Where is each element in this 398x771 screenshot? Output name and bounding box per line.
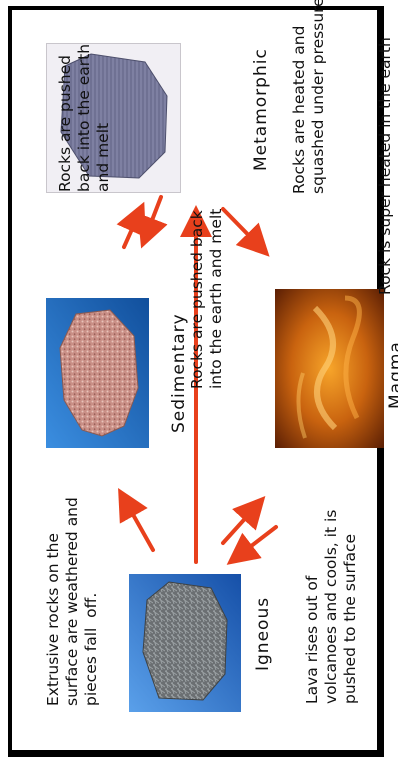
- caption-super-heated: Rock is super heated in the earth: [376, 37, 395, 295]
- magma-photo: [275, 289, 384, 448]
- caption-pushed-back-center: Rocks are pushed back into the earth and…: [188, 209, 226, 389]
- metamorphic-label: Metamorphic: [251, 48, 271, 171]
- rock-cycle-diagram: Igneous Sedimentary Metamorphic Magma Ex…: [8, 6, 384, 757]
- magma-label: Magma: [386, 341, 398, 409]
- arrow-metamorphic-to-magma: [223, 209, 264, 251]
- sedimentary-rock-photo: [46, 298, 149, 448]
- caption-lava-rises: Lava rises out of volcanoes and cools, i…: [303, 510, 360, 704]
- arrow-magma-to-igneous: [233, 527, 276, 560]
- arrow-igneous-to-magma: [223, 502, 260, 543]
- caption-weathered: Extrusive rocks on the surface are weath…: [44, 497, 101, 706]
- arrow-sedimentary-to-metamorphic: [124, 209, 141, 247]
- sedimentary-label: Sedimentary: [169, 313, 189, 433]
- caption-pushed-back-top: Rocks are pushed back into the earth and…: [56, 44, 113, 192]
- arrow-igneous-to-sedimentary: [122, 495, 153, 550]
- caption-heated-squashed: Rocks are heated and squashed under pres…: [290, 0, 328, 194]
- igneous-rock-photo: [129, 574, 241, 712]
- igneous-label: Igneous: [253, 597, 273, 671]
- arrow-metamorphic-to-sedimentary: [144, 197, 161, 241]
